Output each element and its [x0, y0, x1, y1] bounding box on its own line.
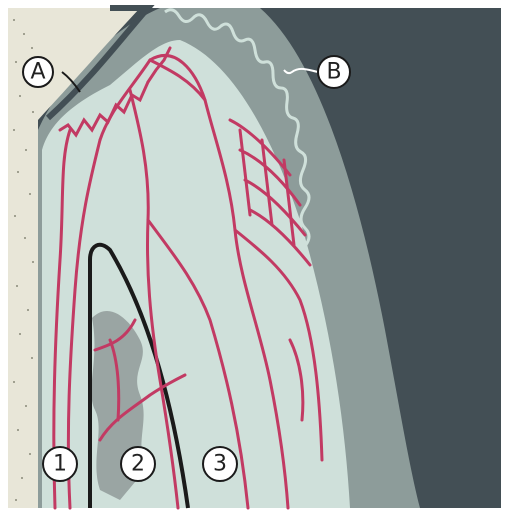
label-3: 3 — [203, 447, 237, 481]
label-2-text: 2 — [131, 452, 145, 477]
label-1-text: 1 — [53, 452, 67, 477]
label-a: A — [23, 57, 53, 87]
label-2: 2 — [121, 447, 155, 481]
label-b-text: B — [326, 60, 341, 85]
label-b: B — [318, 56, 350, 88]
label-1: 1 — [43, 447, 77, 481]
label-3-text: 3 — [213, 452, 227, 477]
label-a-text: A — [30, 60, 45, 85]
